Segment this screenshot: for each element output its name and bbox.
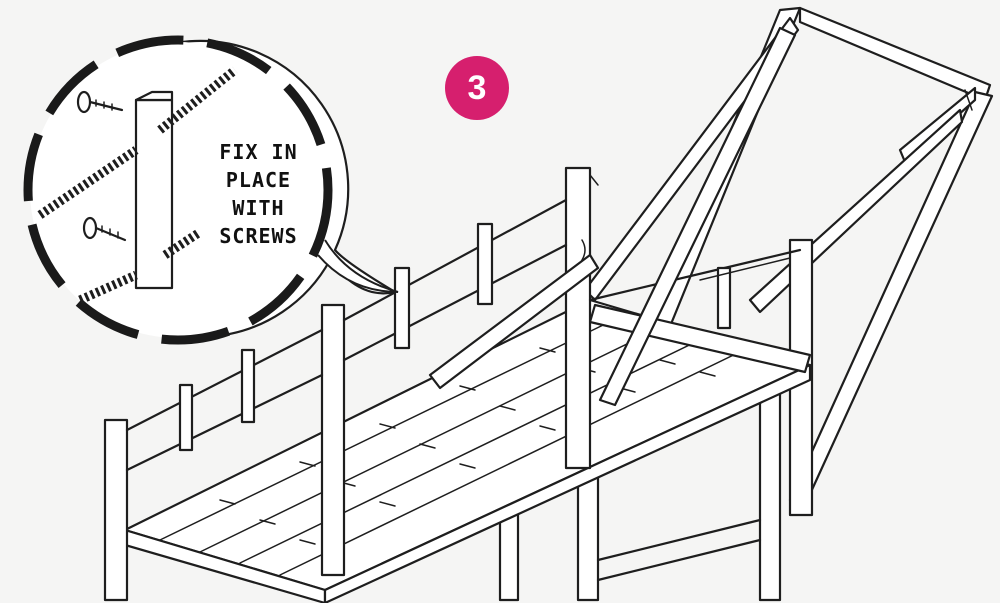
callout-line: WITH [232, 196, 285, 220]
callout-line: FIX IN [219, 140, 298, 164]
step-number-badge: 3 [445, 56, 509, 120]
callout-line: SCREWS [219, 224, 298, 248]
screw-icon [82, 216, 127, 242]
screw-icon [76, 90, 124, 114]
callout-instruction: FIX IN PLACE WITH SCREWS [196, 138, 321, 250]
callout-line: PLACE [225, 168, 292, 192]
callout-border [23, 35, 333, 345]
diagonal-brace [428, 26, 797, 407]
callout-bubble [23, 35, 399, 345]
guardrail-posts [103, 166, 599, 602]
guardrails [125, 198, 802, 472]
